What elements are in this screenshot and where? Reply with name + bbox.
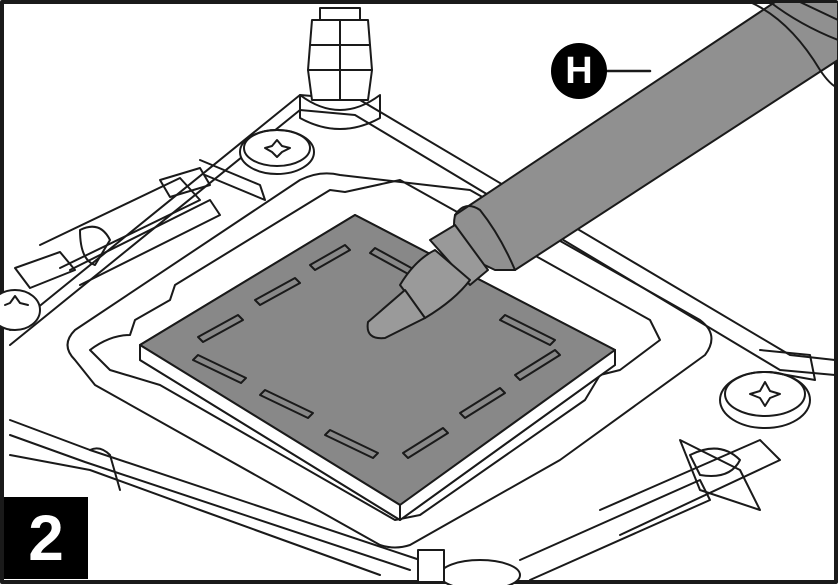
standoff-nut-icon	[299, 7, 381, 130]
mounting-screw-icon	[0, 289, 41, 331]
retention-lever-icon	[519, 349, 816, 581]
step-number-badge: 2	[4, 497, 88, 579]
retention-lever-icon	[14, 159, 266, 289]
mounting-screw-icon	[239, 129, 315, 175]
mounting-screw-icon	[719, 371, 811, 429]
thermal-paste-syringe-icon	[366, 1, 838, 340]
mounting-screw-icon	[417, 549, 521, 585]
callout-label-h: H	[551, 43, 607, 99]
